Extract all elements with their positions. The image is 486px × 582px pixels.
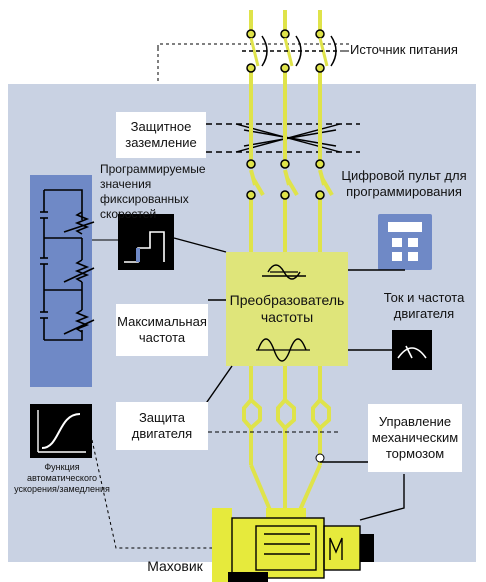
protective-ground-label: Защитное заземление (116, 112, 206, 158)
motor-current-frequency-label: Ток и частота двигателя (383, 290, 465, 321)
supply-wires (249, 10, 322, 252)
contactor (246, 159, 325, 200)
brake-control-label: Управление механическим тормозом (368, 404, 462, 472)
digital-panel-label: Цифровой пульт для программирования (341, 168, 467, 199)
accel-function-label: Функция автоматического ускорения/замедл… (14, 462, 110, 494)
power-source-label: Источник питания (350, 42, 458, 57)
frequency-converter (226, 252, 348, 366)
main-switch (246, 29, 325, 73)
meter-icon (392, 330, 432, 370)
motor-protection-label: Защита двигателя (116, 402, 208, 450)
flywheel-label: Маховик (147, 558, 203, 574)
motor (232, 518, 324, 578)
programmable-speeds-label: Программируемые значения фиксированных с… (100, 162, 206, 221)
converter-label: Преобразователь частоты (229, 292, 345, 325)
output-wires (242, 366, 331, 511)
flywheel (212, 508, 232, 582)
max-frequency-label: Максимальная частота (116, 304, 208, 356)
accel-curve-icon (30, 404, 92, 458)
